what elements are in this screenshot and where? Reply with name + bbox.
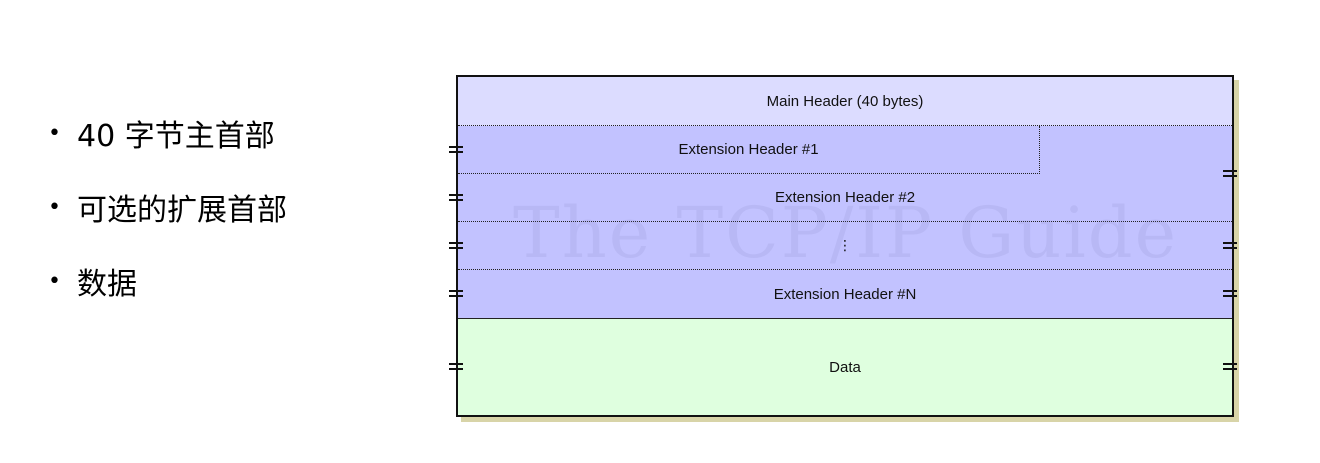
diagram-frame: Main Header (40 bytes) Extension Header … xyxy=(449,75,1237,417)
extension-header-1-block: Extension Header #1 xyxy=(458,126,1040,174)
data-label: Data xyxy=(829,358,861,376)
bullet-item-extension-headers: • 可选的扩展首部 xyxy=(48,170,287,244)
break-mark-icon xyxy=(449,242,463,250)
break-mark-icon xyxy=(449,290,463,298)
data-block: Data xyxy=(458,319,1232,415)
bullet-text: 数据 xyxy=(77,267,137,302)
watermark: The TCP/IP Guide xyxy=(513,192,1179,274)
break-mark-icon xyxy=(1223,242,1237,250)
extension-header-2-label: Extension Header #2 xyxy=(774,189,916,206)
break-mark-icon xyxy=(449,363,463,371)
bullet-dot: • xyxy=(48,194,61,220)
bullet-text: 40 字节主首部 xyxy=(77,119,275,154)
bullet-text: 可选的扩展首部 xyxy=(77,193,287,228)
bullet-item-main-header: • 40 字节主首部 xyxy=(48,96,287,170)
bullet-dot: • xyxy=(48,120,61,146)
break-mark-icon xyxy=(449,194,463,202)
ipv6-datagram-diagram: Main Header (40 bytes) Extension Header … xyxy=(449,75,1239,422)
extension-header-ellipsis-block: ⋮ xyxy=(458,222,1232,270)
bullet-list: • 40 字节主首部 • 可选的扩展首部 • 数据 xyxy=(48,96,287,318)
extension-header-1-label: Extension Header #1 xyxy=(678,141,819,158)
bullet-dot: • xyxy=(48,268,61,294)
extension-header-n-label: Extension Header #N xyxy=(773,285,917,303)
main-header-block: Main Header (40 bytes) xyxy=(458,77,1232,126)
main-header-label: Main Header (40 bytes) xyxy=(766,92,924,110)
extension-header-n-block: Extension Header #N xyxy=(458,270,1232,319)
bullet-item-data: • 数据 xyxy=(48,244,287,318)
break-mark-icon xyxy=(1223,363,1237,371)
extension-header-2-block: Extension Header #2 xyxy=(458,174,1232,222)
break-mark-icon xyxy=(449,146,463,154)
break-mark-icon xyxy=(1223,290,1237,298)
vertical-ellipsis-icon: ⋮ xyxy=(838,237,852,253)
break-mark-icon xyxy=(1223,170,1237,178)
